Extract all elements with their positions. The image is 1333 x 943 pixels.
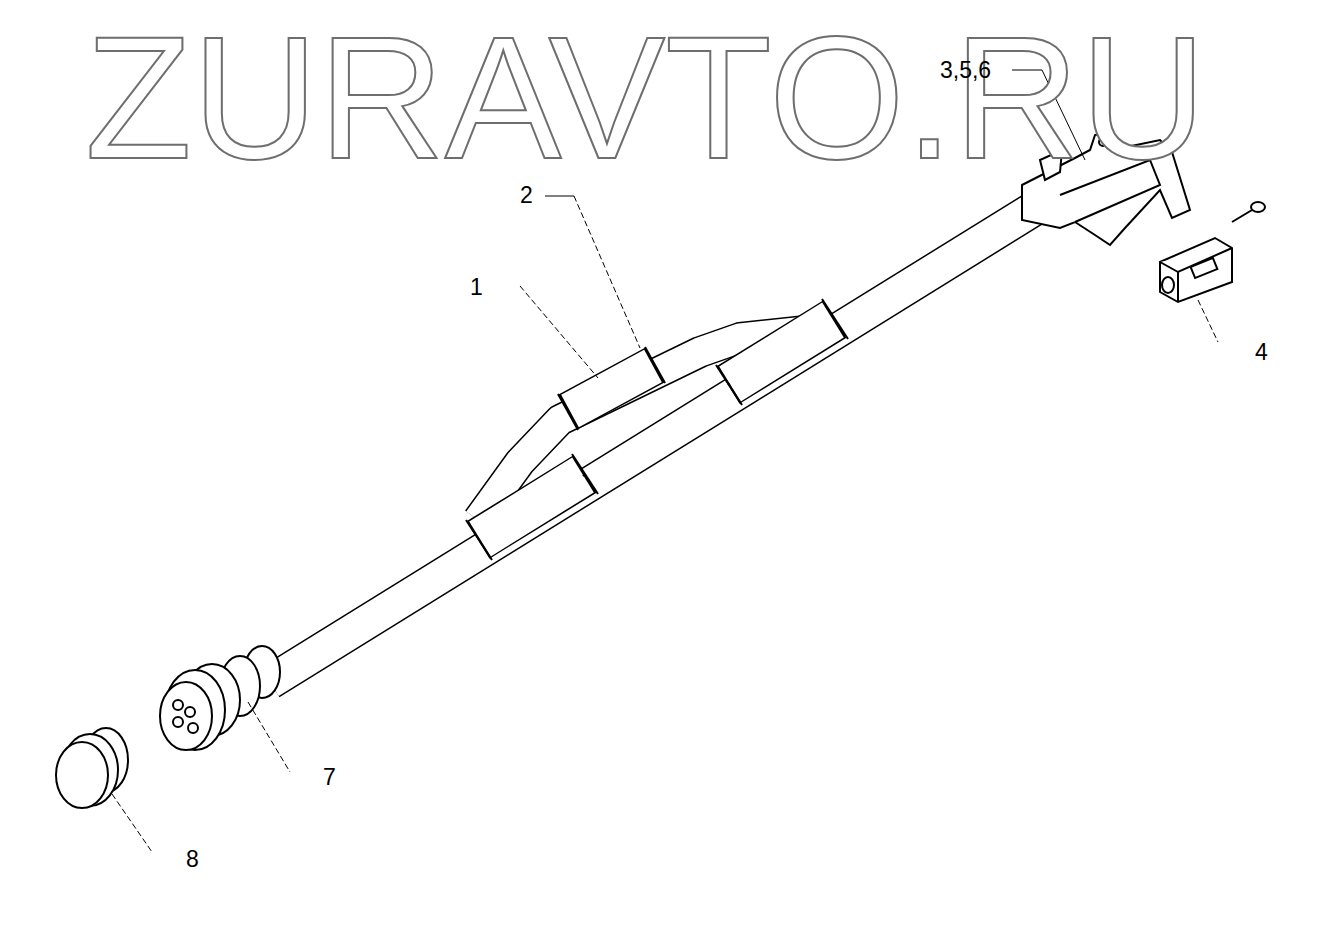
callout-number: 1 [470,276,483,299]
callout-number: 2 [520,184,533,207]
callout-number: 4 [1255,341,1268,364]
callout-number: 3,5,6 [940,59,991,82]
watermark: ZURAVTO.RU [85,10,1206,185]
callout-number: 8 [186,848,199,871]
callout-number: 7 [323,766,336,789]
